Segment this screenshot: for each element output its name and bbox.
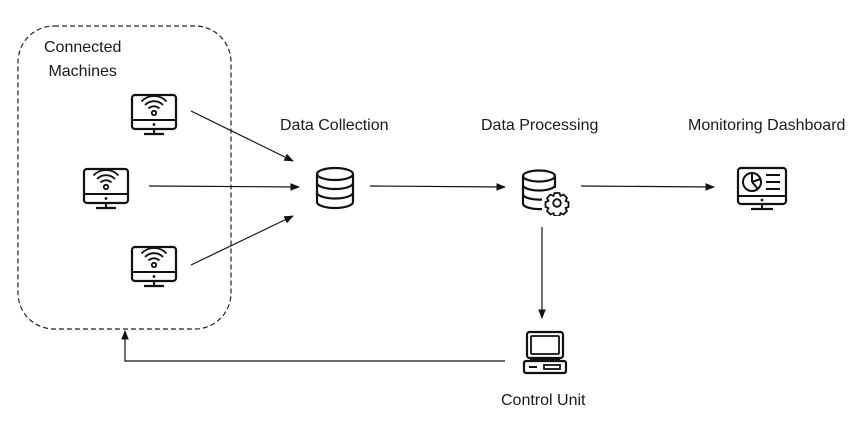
edge-machine-3-to-data-collection (190, 215, 294, 266)
monitor-wifi-icon (130, 245, 178, 288)
desktop-computer-icon (522, 330, 568, 375)
data-collection-label: Data Collection (280, 117, 389, 134)
connected-machines-group (17, 25, 232, 330)
edge-data-processing-to-monitoring-dashboard (580, 183, 715, 191)
edge-machine-1-to-data-collection (190, 110, 294, 162)
control-unit-label: Control Unit (501, 392, 586, 409)
edge-data-collection-to-data-processing (369, 183, 506, 191)
database-icon (315, 166, 355, 210)
dashboard-monitor-icon (736, 166, 788, 211)
monitoring-dashboard-label: Monitoring Dashboard (688, 117, 846, 134)
connected-machines-label-line1: Connected (44, 39, 122, 56)
monitor-wifi-icon (130, 93, 178, 136)
data-processing-label: Data Processing (481, 117, 599, 134)
monitor-wifi-icon (82, 167, 130, 210)
database-gear-icon (521, 169, 570, 216)
edge-control-unit-to-connected-machines (121, 330, 505, 362)
connected-machines-label: Connected Machines (44, 36, 121, 84)
edge-machine-2-to-data-collection (148, 183, 300, 191)
connected-machines-label-line2: Machines (48, 63, 117, 80)
